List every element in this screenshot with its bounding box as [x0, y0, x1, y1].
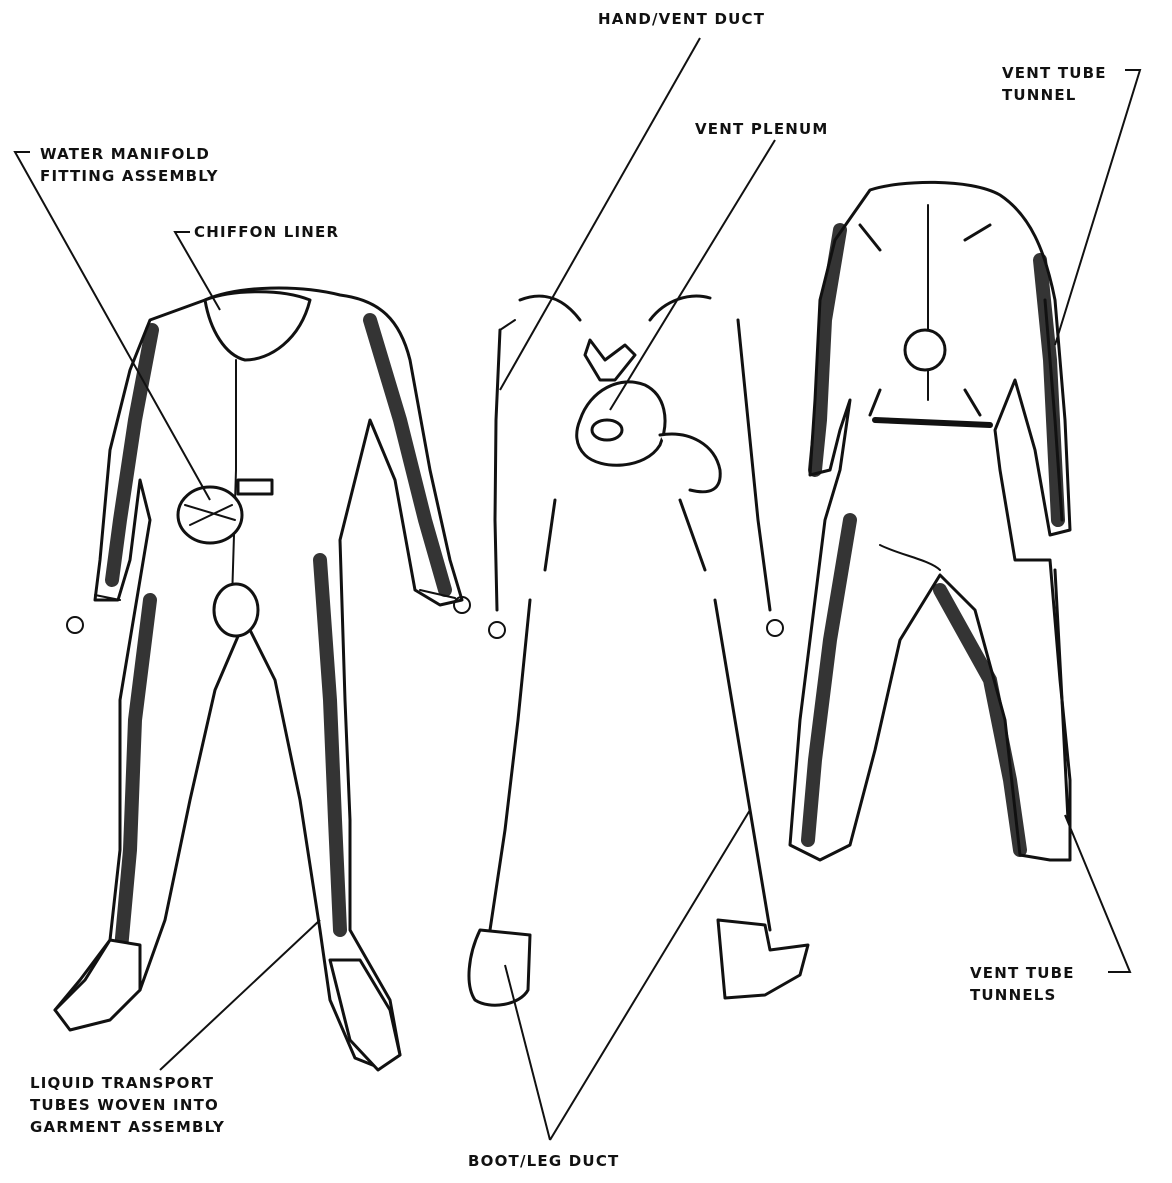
- label-chiffon-liner: CHIFFON LINER: [194, 221, 339, 243]
- plenum-outlet-hose: [660, 434, 720, 492]
- vent-plenum-body: [577, 382, 665, 465]
- duct-assembly: [469, 296, 808, 1005]
- label-water-manifold: WATER MANIFOLD FITTING ASSEMBLY: [40, 143, 219, 187]
- leader-chiffon-liner: [175, 232, 220, 310]
- label-vent-plenum: VENT PLENUM: [695, 118, 829, 140]
- label-vent-tube-tunnel-line2: TUNNEL: [1002, 84, 1107, 106]
- label-liquid-transport-line2: TUBES WOVEN INTO: [30, 1094, 225, 1116]
- label-liquid-transport-line1: LIQUID TRANSPORT: [30, 1072, 225, 1094]
- label-hand-vent-duct: HAND/VENT DUCT: [598, 8, 765, 30]
- right-boot-leg-duct: [715, 600, 770, 930]
- label-liquid-transport-line3: GARMENT ASSEMBLY: [30, 1116, 225, 1138]
- label-vent-tube-tunnels-line2: TUNNELS: [970, 984, 1075, 1006]
- right-upper-leg-duct: [680, 500, 705, 570]
- label-vent-tube-tunnel: VENT TUBE TUNNEL: [1002, 62, 1107, 106]
- front-garment: [55, 288, 470, 1070]
- leader-vent-plenum: [610, 140, 775, 410]
- label-boot-leg-duct: BOOT/LEG DUCT: [468, 1150, 619, 1172]
- plenum-port: [592, 420, 622, 440]
- leader-liquid-transport: [160, 920, 320, 1070]
- label-vent-plenum-text: VENT PLENUM: [695, 118, 829, 140]
- label-vent-tube-tunnels-line1: VENT TUBE: [970, 962, 1075, 984]
- label-vent-tube-tunnels: VENT TUBE TUNNELS: [970, 962, 1075, 1006]
- right-hand-vent-duct: [738, 320, 770, 610]
- left-upper-leg-duct: [545, 500, 555, 570]
- left-boot: [469, 930, 530, 1005]
- back-garment: [790, 182, 1070, 860]
- label-vent-tube-tunnel-line1: VENT TUBE: [1002, 62, 1107, 84]
- front-tab: [238, 480, 272, 494]
- left-shoulder-duct: [520, 296, 580, 320]
- leader-vent-tube-tunnel: [1055, 70, 1140, 345]
- back-center-port: [905, 330, 945, 370]
- crotch-patch: [214, 584, 258, 636]
- right-boot: [718, 920, 808, 998]
- leader-boot-duct-right: [550, 810, 750, 1140]
- y-connector: [585, 340, 635, 380]
- label-hand-vent-duct-text: HAND/VENT DUCT: [598, 8, 765, 30]
- label-liquid-transport: LIQUID TRANSPORT TUBES WOVEN INTO GARMEN…: [30, 1072, 225, 1138]
- leader-vent-tube-tunnels: [1065, 815, 1130, 972]
- label-boot-leg-duct-text: BOOT/LEG DUCT: [468, 1150, 619, 1172]
- left-cuff-loop: [67, 617, 83, 633]
- right-shoulder-duct: [650, 296, 710, 320]
- right-duct-end: [767, 620, 783, 636]
- label-chiffon-liner-text: CHIFFON LINER: [194, 221, 339, 243]
- left-duct-end: [489, 622, 505, 638]
- left-hand-vent-duct: [495, 330, 500, 610]
- front-left-foot: [55, 940, 140, 1030]
- left-boot-leg-duct: [490, 600, 530, 930]
- leader-hand-vent-duct: [500, 38, 700, 390]
- label-water-manifold-line2: FITTING ASSEMBLY: [40, 165, 219, 187]
- label-water-manifold-line1: WATER MANIFOLD: [40, 143, 219, 165]
- left-duct-top: [500, 320, 515, 330]
